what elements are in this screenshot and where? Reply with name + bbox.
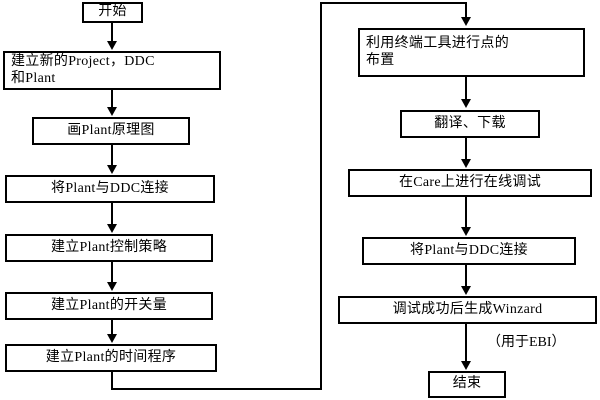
node-end-label: 结束: [452, 376, 482, 392]
edge-new-project-to-draw-plant-arrow: [107, 107, 117, 116]
node-new-project-label: 建立新的Project，DDC 和Plant: [11, 53, 155, 86]
node-switch-qty[interactable]: 建立Plant的开关量: [5, 292, 213, 320]
node-ctrl-strategy-label: 建立Plant控制策略: [50, 239, 168, 255]
node-gen-winzard[interactable]: 调试成功后生成Winzard: [338, 296, 597, 324]
edge-link-ddc-2-to-gen-winzard-arrow: [461, 286, 471, 295]
edge-routed-segment-up-right-side: [320, 2, 322, 390]
node-end[interactable]: 结束: [428, 371, 506, 398]
node-translate-dl-label: 翻译、下载: [434, 115, 506, 131]
edge-switch-qty-to-time-program-arrow: [107, 334, 117, 343]
edge-routed-arrow-into-terminal-pts: [461, 17, 471, 26]
node-draw-plant[interactable]: 画Plant原理图: [32, 117, 190, 145]
edge-draw-plant-to-link-ddc-1-arrow: [107, 165, 117, 174]
edge-terminal-pts-to-translate-dl: [465, 77, 467, 99]
edge-terminal-pts-to-translate-dl-arrow: [461, 99, 471, 108]
node-draw-plant-label: 画Plant原理图: [67, 122, 155, 138]
node-time-program[interactable]: 建立Plant的时间程序: [5, 344, 217, 372]
edge-translate-dl-to-care-online-arrow: [461, 159, 471, 168]
edge-new-project-to-draw-plant: [111, 90, 113, 110]
edge-gen-winzard-to-end: [465, 324, 467, 362]
node-gen-winzard-label: 调试成功后生成Winzard: [392, 301, 543, 317]
node-care-online-label: 在Care上进行在线调试: [398, 174, 542, 190]
edge-care-online-to-link-ddc-2-arrow: [461, 227, 471, 236]
node-time-program-label: 建立Plant的时间程序: [45, 349, 177, 365]
node-link-ddc-2[interactable]: 将Plant与DDC连接: [362, 237, 576, 265]
edge-routed-segment-right-along-bottom: [111, 388, 322, 390]
node-link-ddc-2-label: 将Plant与DDC连接: [410, 242, 528, 258]
edge-link-ddc-1-to-ctrl-strategy-arrow: [107, 224, 117, 233]
annotation-for-ebi: （用于EBI）: [487, 331, 566, 351]
node-start-label: 开始: [98, 4, 127, 20]
edge-translate-dl-to-care-online: [465, 138, 467, 160]
node-switch-qty-label: 建立Plant的开关量: [50, 297, 168, 313]
edge-switch-qty-to-time-program: [111, 320, 113, 336]
edge-ctrl-strategy-to-switch-qty: [111, 262, 113, 284]
edge-gen-winzard-to-end-arrow: [461, 361, 471, 370]
edge-routed-segment-down-from-time-program: [111, 372, 113, 390]
annotation-for-ebi-text: （用于EBI）: [487, 335, 566, 350]
node-link-ddc-1-label: 将Plant与DDC连接: [51, 180, 169, 196]
edge-routed-segment-down-into-terminal-pts: [465, 2, 467, 18]
node-start[interactable]: 开始: [82, 2, 143, 23]
edge-link-ddc-2-to-gen-winzard: [465, 265, 467, 287]
node-new-project[interactable]: 建立新的Project，DDC 和Plant: [3, 51, 221, 90]
node-terminal-pts[interactable]: 利用终端工具进行点的 布置: [358, 28, 585, 77]
node-translate-dl[interactable]: 翻译、下载: [400, 110, 540, 138]
node-ctrl-strategy[interactable]: 建立Plant控制策略: [5, 234, 213, 262]
edge-care-online-to-link-ddc-2: [465, 197, 467, 228]
edge-start-to-new-project-arrow: [107, 41, 117, 50]
node-care-online[interactable]: 在Care上进行在线调试: [348, 169, 592, 197]
edge-routed-segment-right-along-top: [320, 2, 467, 4]
edge-link-ddc-1-to-ctrl-strategy: [111, 203, 113, 226]
node-terminal-pts-label: 利用终端工具进行点的 布置: [366, 35, 509, 68]
edge-start-to-new-project: [111, 23, 113, 43]
edge-ctrl-strategy-to-switch-qty-arrow: [107, 282, 117, 291]
node-link-ddc-1[interactable]: 将Plant与DDC连接: [5, 175, 215, 203]
edge-draw-plant-to-link-ddc-1: [111, 145, 113, 167]
